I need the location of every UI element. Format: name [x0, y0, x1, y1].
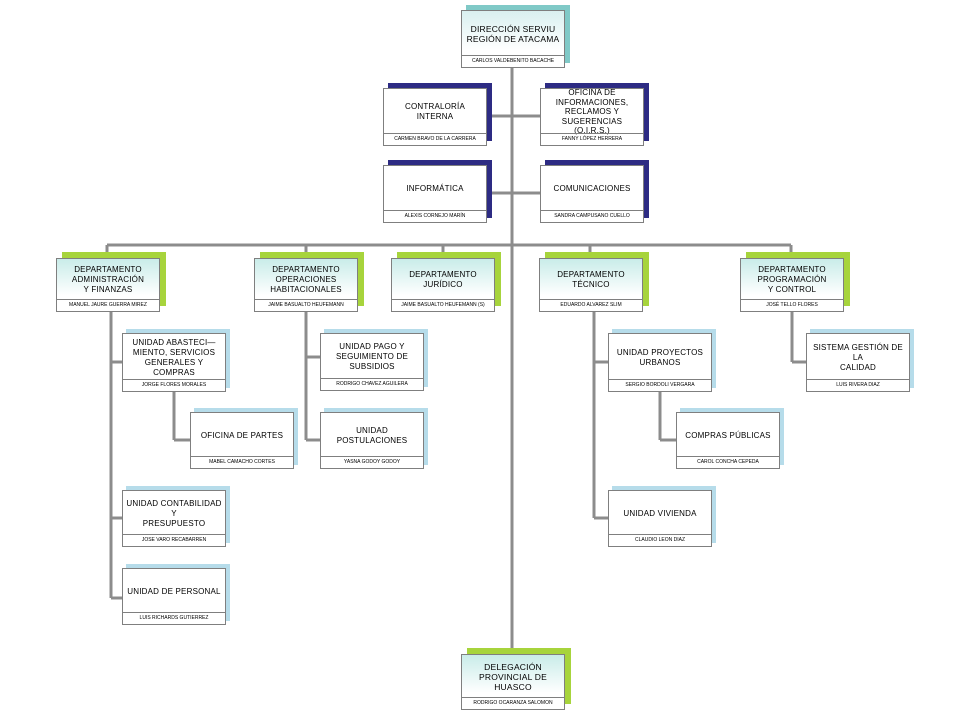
delegacion-name: RODRIGO OCARANZA SALOMON — [462, 697, 564, 709]
dep-tec-title-1: DEPARTAMENTO — [557, 270, 625, 279]
dep-prog-title-2: PROGRAMACIÓN — [757, 275, 827, 284]
dep-operaciones-name: JAIME BASUALTO HEUFEMANN — [255, 299, 357, 311]
direccion-title-2: REGIÓN DE ATACAMA — [466, 34, 560, 44]
delegacion-box[interactable]: DELEGACIÓN PROVINCIAL DE HUASCO RODRIGO … — [461, 654, 565, 710]
u-abast-title-3: GENERALES Y COMPRAS — [144, 357, 204, 377]
dep-jur-title-2: JURÍDICO — [423, 280, 463, 289]
contraloria-title-2: INTERNA — [416, 112, 454, 121]
u-vivienda-name: CLAUDIO LEON DIAZ — [609, 534, 711, 546]
u-postulaciones-box[interactable]: UNIDAD POSTULACIONES YASNA GODOY GODOY — [320, 412, 424, 469]
contraloria-title-1: CONTRALORÍA — [405, 102, 465, 111]
u-personal-name: LUIS RICHARDS GUTIERREZ — [123, 612, 225, 624]
dep-operaciones-box[interactable]: DEPARTAMENTO OPERACIONES HABITACIONALES … — [254, 258, 358, 312]
oficina-partes-name: MABEL CAMACHO CORTES — [191, 456, 293, 468]
sistema-calidad-name: LUIS RIVERA DIAZ — [807, 379, 909, 391]
dep-tecnico-name: EDUARDO ALVAREZ SLIM — [540, 299, 642, 311]
u-abast-title-1: UNIDAD ABASTECI— — [132, 337, 216, 347]
dep-prog-title-3: Y CONTROL — [767, 285, 817, 294]
dep-admin-title-2: ADMINISTRACIÓN — [71, 275, 145, 284]
u-pago-title-2: SEGUIMIENTO DE — [336, 352, 408, 361]
dep-prog-title-1: DEPARTAMENTO — [758, 265, 826, 274]
dep-admin-box[interactable]: DEPARTAMENTO ADMINISTRACIÓN Y FINANZAS M… — [56, 258, 160, 312]
contraloria-box[interactable]: CONTRALORÍA INTERNA CARMEN BRAVO DE LA C… — [383, 88, 487, 146]
u-contabilidad-box[interactable]: UNIDAD CONTABILIDAD Y PRESUPUESTO JOSE V… — [122, 490, 226, 547]
dep-admin-title-1: DEPARTAMENTO — [74, 265, 142, 274]
u-abastecimiento-box[interactable]: UNIDAD ABASTECI— MIENTO, SERVICIOS GENER… — [122, 333, 226, 392]
u-proy-title-1: UNIDAD PROYECTOS — [616, 347, 704, 357]
dep-tec-title-2: TÉCNICO — [572, 280, 610, 289]
u-abast-title-2: MIENTO, SERVICIOS — [132, 347, 216, 357]
oirs-box[interactable]: OFICINA DE INFORMACIONES, RECLAMOS Y SUG… — [540, 88, 644, 146]
dep-oper-title-3: HABITACIONALES — [270, 285, 342, 294]
oirs-title-1: OFICINA DE — [568, 88, 616, 98]
dep-oper-title-2: OPERACIONES — [275, 275, 337, 284]
sis-cal-title-1: SISTEMA GESTIÓN DE LA — [813, 342, 903, 362]
dep-jur-title-1: DEPARTAMENTO — [409, 270, 477, 279]
compras-publicas-title: COMPRAS PÚBLICAS — [685, 430, 771, 440]
informatica-box[interactable]: INFORMÁTICA ALEXIS CORNEJO MARÍN — [383, 165, 487, 223]
dep-oper-title-1: DEPARTAMENTO — [272, 265, 340, 274]
u-vivienda-title: UNIDAD VIVIENDA — [623, 508, 697, 518]
u-contab-title-1: UNIDAD CONTABILIDAD Y — [126, 498, 222, 518]
u-pago-box[interactable]: UNIDAD PAGO Y SEGUIMIENTO DE SUBSIDIOS R… — [320, 333, 424, 391]
u-contabilidad-name: JOSE VARO RECABARREN — [123, 534, 225, 546]
dep-juridico-box[interactable]: DEPARTAMENTO JURÍDICO JAIME BASUALTO HEU… — [391, 258, 495, 312]
contraloria-name: CARMEN BRAVO DE LA CARRERA — [384, 133, 486, 145]
comunicaciones-title: COMUNICACIONES — [553, 184, 631, 193]
sis-cal-title-2: CALIDAD — [839, 362, 877, 372]
oficina-partes-title: OFICINA DE PARTES — [200, 430, 284, 440]
comunicaciones-name: SANDRA CAMPUSANO CUELLO — [541, 210, 643, 222]
u-abastecimiento-name: JORGE FLORES MORALES — [123, 379, 225, 391]
oficina-partes-box[interactable]: OFICINA DE PARTES MABEL CAMACHO CORTES — [190, 412, 294, 469]
u-vivienda-box[interactable]: UNIDAD VIVIENDA CLAUDIO LEON DIAZ — [608, 490, 712, 547]
delegacion-title-1: DELEGACIÓN — [484, 662, 542, 672]
u-postulaciones-name: YASNA GODOY GODOY — [321, 456, 423, 468]
oirs-name: FANNY LÓPEZ HERRERA — [541, 133, 643, 145]
u-pago-title-1: UNIDAD PAGO Y — [339, 342, 405, 351]
sistema-calidad-box[interactable]: SISTEMA GESTIÓN DE LA CALIDAD LUIS RIVER… — [806, 333, 910, 392]
direccion-box[interactable]: DIRECCIÓN SERVIU REGIÓN DE ATACAMA CARLO… — [461, 10, 565, 68]
u-personal-box[interactable]: UNIDAD DE PERSONAL LUIS RICHARDS GUTIERR… — [122, 568, 226, 625]
informatica-name: ALEXIS CORNEJO MARÍN — [384, 210, 486, 222]
dep-programacion-name: JOSÉ TELLO FLORES — [741, 299, 843, 311]
oirs-title-2: INFORMACIONES, — [555, 97, 629, 107]
delegacion-title-2: PROVINCIAL DE HUASCO — [479, 672, 547, 692]
comunicaciones-box[interactable]: COMUNICACIONES SANDRA CAMPUSANO CUELLO — [540, 165, 644, 223]
dep-tecnico-box[interactable]: DEPARTAMENTO TÉCNICO EDUARDO ALVAREZ SLI… — [539, 258, 643, 312]
u-proyectos-box[interactable]: UNIDAD PROYECTOS URBANOS SERGIO BORDOLI … — [608, 333, 712, 392]
oirs-title-3: RECLAMOS Y — [564, 107, 620, 117]
compras-publicas-name: CAROL CONCHA CEPEDA — [677, 456, 779, 468]
u-postulaciones-title: UNIDAD POSTULACIONES — [336, 425, 408, 445]
u-pago-title-3: SUBSIDIOS — [349, 362, 395, 371]
direccion-title-1: DIRECCIÓN SERVIU — [470, 24, 556, 34]
dep-admin-name: MANUEL JAURE GUERRA MIREZ — [57, 299, 159, 311]
u-contab-title-2: PRESUPUESTO — [142, 518, 206, 528]
u-personal-title: UNIDAD DE PERSONAL — [127, 586, 221, 596]
u-proy-title-2: URBANOS — [639, 357, 681, 367]
compras-publicas-box[interactable]: COMPRAS PÚBLICAS CAROL CONCHA CEPEDA — [676, 412, 780, 469]
dep-admin-title-3: Y FINANZAS — [83, 285, 133, 294]
u-proyectos-name: SERGIO BORDOLI VERGARA — [609, 379, 711, 391]
informatica-title: INFORMÁTICA — [406, 184, 464, 193]
oirs-title-4: SUGERENCIAS (O.I.R.S.) — [561, 116, 623, 136]
dep-programacion-box[interactable]: DEPARTAMENTO PROGRAMACIÓN Y CONTROL JOSÉ… — [740, 258, 844, 312]
u-pago-name: RODRIGO CHAVEZ AGUILERA — [321, 378, 423, 390]
direccion-name: CARLOS VALDEBENITO BACACHE — [462, 55, 564, 67]
dep-juridico-name: JAIME BASUALTO HEUFEMANN (S) — [392, 299, 494, 311]
